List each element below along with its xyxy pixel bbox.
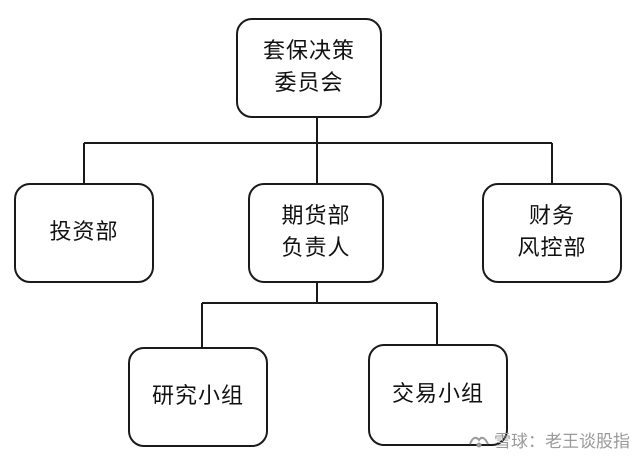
node-futures-dept-head: 期货部 负责人	[248, 183, 384, 283]
node-label: 投资部	[49, 220, 119, 245]
node-finance-risk-dept: 财务 风控部	[482, 183, 622, 283]
node-label: 套保决策	[262, 39, 355, 64]
node-label: 负责人	[281, 236, 351, 261]
node-hedging-committee: 套保决策 委员会	[236, 18, 382, 118]
snowball-logo-icon	[469, 436, 489, 447]
node-trading-group: 交易小组	[368, 344, 508, 446]
node-label: 期货部	[281, 204, 351, 229]
node-label: 交易小组	[391, 382, 484, 407]
watermark: 雪球：老王谈股指	[468, 427, 630, 452]
node-label: 研究小组	[151, 384, 244, 409]
watermark-text: 雪球：老王谈股指	[494, 432, 630, 452]
node-research-group: 研究小组	[128, 347, 268, 447]
node-label: 财务	[528, 204, 575, 229]
node-investment-dept: 投资部	[14, 183, 154, 283]
node-label: 委员会	[274, 71, 344, 96]
node-label: 风控部	[517, 236, 587, 261]
